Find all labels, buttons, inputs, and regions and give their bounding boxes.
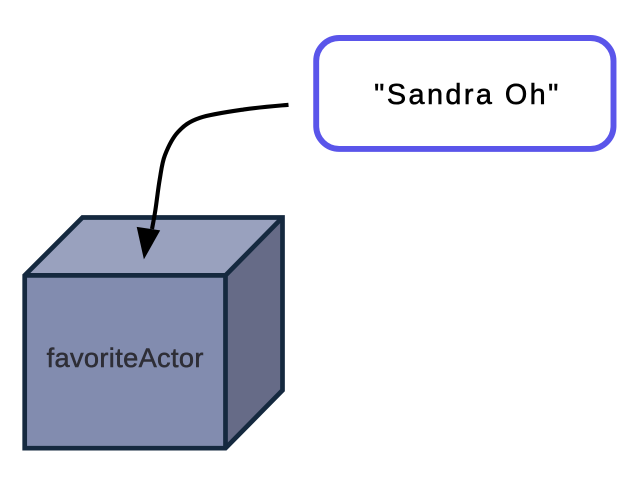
svg-text:favoriteActor: favoriteActor	[47, 342, 204, 373]
svg-text:"Sandra Oh": "Sandra Oh"	[374, 79, 561, 111]
